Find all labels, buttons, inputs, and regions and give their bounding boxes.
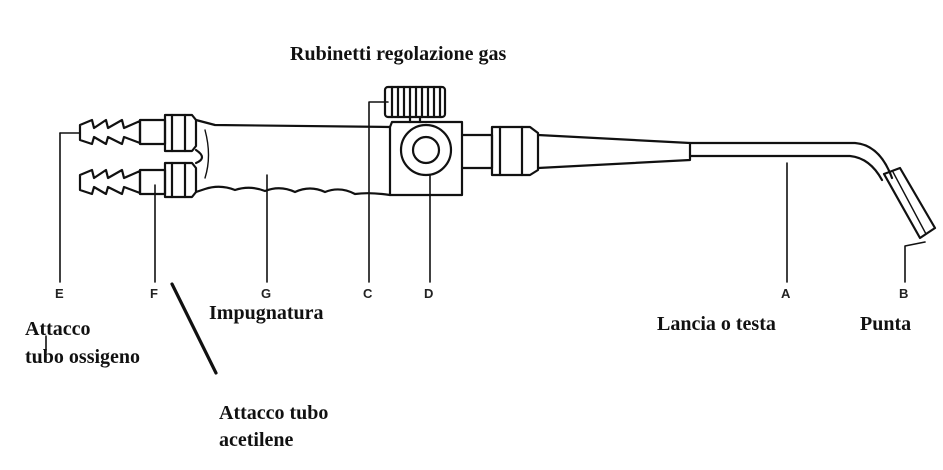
valve-block — [383, 85, 464, 197]
letter-d: D — [424, 286, 434, 301]
letter-f: F — [150, 286, 158, 301]
letter-c: C — [363, 286, 373, 301]
label-attacco-acetilene-2: acetilene — [219, 429, 294, 451]
letter-e: E — [55, 286, 64, 301]
coupling-nut — [460, 125, 540, 177]
label-attacco-ossigeno-1: Attacco — [25, 318, 91, 340]
letter-g: G — [261, 286, 272, 301]
acetylene-hose-fitting — [78, 161, 198, 199]
oxygen-hose-fitting — [78, 113, 198, 153]
label-lancia: Lancia o testa — [657, 313, 776, 335]
label-impugnatura: Impugnatura — [209, 302, 324, 324]
label-attacco-acetilene-1: Attacco tubo — [219, 402, 329, 424]
label-punta: Punta — [860, 313, 912, 335]
letter-a: A — [781, 286, 791, 301]
handle — [194, 118, 392, 197]
leader-lines — [45, 101, 926, 351]
letter-b: B — [899, 286, 909, 301]
lance-tube — [536, 133, 937, 240]
diagram-title: Rubinetti regolazione gas — [290, 43, 507, 65]
acetylene-pointer — [170, 282, 218, 375]
label-attacco-ossigeno-2: tubo ossigeno — [25, 346, 141, 368]
